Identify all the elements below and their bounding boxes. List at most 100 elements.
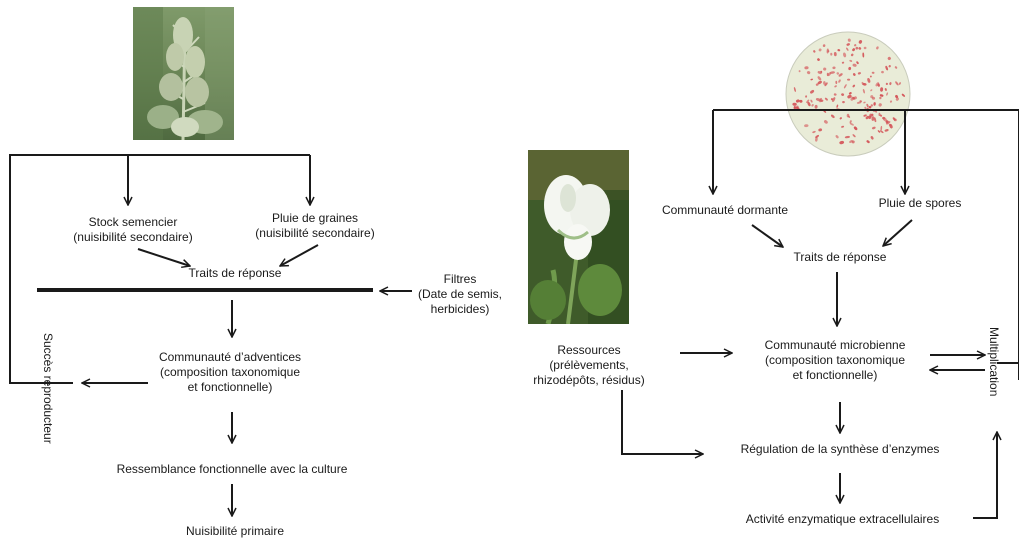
- bacteria-colony: [836, 104, 839, 108]
- bacteria-colony: [876, 46, 879, 50]
- bacteria-colony: [868, 105, 872, 109]
- bacteria-colony: [798, 70, 801, 73]
- bacteria-colony: [894, 66, 898, 69]
- bacteria-colony: [847, 78, 851, 81]
- bacteria-colony: [881, 70, 884, 74]
- bacteria-colony: [889, 123, 893, 129]
- bacteria-colony: [848, 92, 852, 95]
- bacteria-colony: [832, 66, 836, 70]
- bacteria-colony: [858, 40, 863, 44]
- bacteria-colony: [804, 124, 809, 128]
- bacteria-colony: [898, 82, 901, 85]
- ressources-l3: rhizodépôts, résidus): [533, 373, 645, 387]
- bacteria-colony: [880, 87, 884, 92]
- bacteria-colony: [815, 98, 821, 102]
- bacteria-colony: [889, 100, 893, 103]
- bacteria-colony: [901, 93, 906, 97]
- ressources-label: Ressources (prélèvements, rhizodépôts, r…: [516, 343, 662, 388]
- communaute-microbienne-label: Communauté microbienne (composition taxo…: [735, 338, 935, 383]
- bacteria-colony: [815, 137, 818, 142]
- filtres-label: Filtres (Date de semis, herbicides): [415, 272, 505, 317]
- bacteria-colony: [818, 128, 823, 132]
- bacteria-colony: [838, 73, 843, 77]
- pluie-graines-label: Pluie de graines (nuisibilité secondaire…: [230, 211, 400, 241]
- bacteria-colony: [846, 47, 849, 51]
- bacteria-colony: [866, 140, 870, 144]
- bacteria-colony: [863, 46, 867, 50]
- bacteria-colony: [836, 72, 840, 75]
- bacteria-colony: [877, 130, 881, 133]
- bacteria-colony: [871, 126, 876, 130]
- bacteria-colony: [871, 96, 876, 100]
- bacteria-colony: [830, 52, 833, 56]
- bacteria-colony: [830, 114, 835, 119]
- bacteria-colony: [852, 48, 856, 52]
- bacteria-colony: [842, 100, 845, 104]
- bacteria-colony: [822, 44, 826, 47]
- bacteria-colony: [863, 101, 866, 104]
- bacteria-colony: [895, 97, 899, 101]
- bacteria-colony: [886, 121, 891, 125]
- bacteria-colony: [852, 134, 856, 138]
- bacteria-colony: [805, 95, 808, 98]
- bacteria-colony: [793, 106, 798, 109]
- bacteria-colony: [835, 135, 839, 139]
- stock-semencier-title: Stock semencier: [88, 215, 178, 229]
- bacteria-colony: [818, 48, 822, 52]
- communaute-dormante-label: Communauté dormante: [661, 203, 789, 217]
- bacteria-colony: [847, 38, 851, 42]
- bacteria-colony: [824, 82, 828, 87]
- communaute-microbienne-title: Communauté microbienne: [764, 338, 906, 352]
- bacteria-colony: [852, 73, 856, 76]
- weed-plant-photo: [133, 7, 234, 140]
- bacteria-colony: [806, 99, 810, 103]
- bacteria-colony: [829, 71, 835, 74]
- bacteria-colony: [793, 87, 796, 92]
- bacteria-colony: [841, 93, 845, 96]
- bacteria-colony: [844, 135, 850, 139]
- bacteria-colony: [792, 102, 797, 106]
- bacteria-colony: [867, 77, 871, 83]
- bacteria-colony: [817, 80, 822, 85]
- bacteria-colony: [870, 89, 873, 92]
- bacteria-colony: [886, 92, 889, 96]
- bacteria-colony: [885, 82, 889, 86]
- bacteria-colony: [814, 104, 818, 109]
- bacteria-colony: [823, 67, 827, 71]
- bacteria-colony: [835, 80, 838, 84]
- bacteria-colony: [866, 103, 869, 108]
- bacteria-colony: [852, 96, 855, 100]
- bacteria-colony: [870, 136, 874, 140]
- activite-label: Activité enzymatique extracellulaires: [745, 512, 940, 526]
- communaute-adventices-l3: et fonctionnelle): [187, 380, 273, 394]
- succes-reproducteur-label: Succès reproducteur: [41, 333, 55, 444]
- bacteria-colony: [846, 43, 850, 46]
- petri-dish-photo: [785, 31, 911, 157]
- bacteria-colony: [858, 47, 862, 50]
- bacteria-colony: [879, 114, 883, 117]
- bacteria-colony: [869, 113, 873, 117]
- arrow-ressources-regulation: [621, 390, 703, 454]
- ressources-l2: (prélèvements,: [549, 358, 629, 372]
- bacteria-colony: [888, 65, 891, 68]
- feedback-loop-left: [9, 154, 128, 384]
- filtres-l3: herbicides): [430, 302, 490, 316]
- bacteria-colony: [834, 85, 837, 88]
- bacteria-colony: [846, 113, 850, 118]
- multiplication-label: Multiplication: [987, 327, 1001, 397]
- bacteria-colony: [862, 88, 865, 94]
- pea-flower-photo: [528, 150, 629, 324]
- bacteria-colony: [848, 66, 852, 71]
- bacteria-colony: [862, 82, 867, 86]
- bacteria-colony: [849, 140, 853, 143]
- bacteria-colony: [824, 97, 828, 101]
- bacteria-colony: [879, 96, 882, 100]
- filtres-title: Filtres: [443, 272, 477, 286]
- bacteria-colony: [852, 63, 857, 67]
- bacteria-colony: [889, 82, 892, 86]
- bacteria-colony: [820, 99, 824, 102]
- communaute-adventices-l2: (composition taxonomique: [159, 365, 301, 379]
- bacteria-colony: [806, 71, 811, 75]
- arrow-dormante-traits: [751, 224, 783, 247]
- bacteria-colony: [849, 120, 852, 124]
